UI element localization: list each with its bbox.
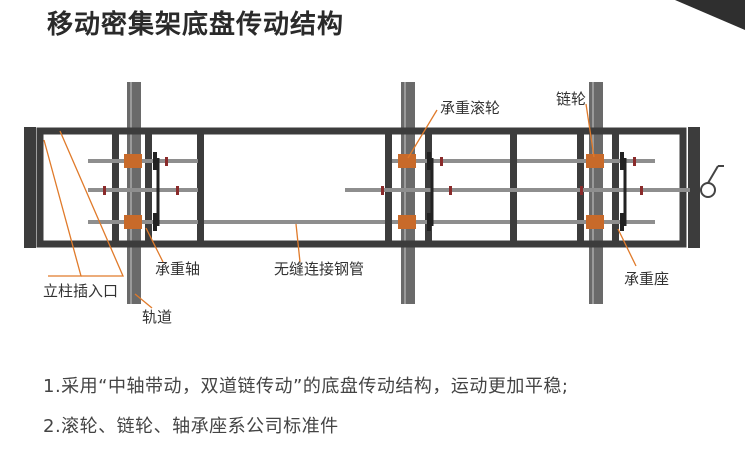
- left-end-cap: [24, 127, 36, 248]
- label-roller: 承重滚轮: [440, 99, 500, 117]
- track-3: [589, 82, 603, 304]
- right-end-cap: [688, 127, 700, 248]
- frame-members: [112, 131, 619, 244]
- label-track: 轨道: [142, 308, 172, 326]
- label-bearing-seat: 承重座: [624, 270, 669, 288]
- track-2: [401, 82, 415, 304]
- description-line-1: 1.采用“中轴带动，双道链传动”的底盘传动结构，运动更加平稳;: [43, 376, 569, 397]
- rollers: [124, 154, 604, 229]
- tracks: [127, 82, 603, 304]
- page-title: 移动密集架底盘传动结构: [47, 10, 345, 40]
- label-sprocket: 链轮: [556, 90, 586, 108]
- shaft-collars: [103, 157, 643, 195]
- chassis-diagram: 承重滚轮 链轮 承重轴 无缝连接钢管 承重座 立柱插入口 轨道: [24, 82, 724, 326]
- label-load-shaft: 承重轴: [155, 260, 200, 278]
- corner-decoration: [675, 0, 745, 30]
- crank-handle: [700, 165, 724, 198]
- chains: [156, 158, 627, 226]
- label-column-socket: 立柱插入口: [43, 282, 118, 300]
- track-1: [127, 82, 141, 304]
- description-line-2: 2.滚轮、链轮、轴承座系公司标准件: [43, 416, 339, 437]
- sprockets: [153, 152, 624, 231]
- leader-lines: [43, 103, 637, 309]
- main-frame: [36, 127, 687, 248]
- label-seamless-pipe: 无缝连接钢管: [274, 260, 364, 278]
